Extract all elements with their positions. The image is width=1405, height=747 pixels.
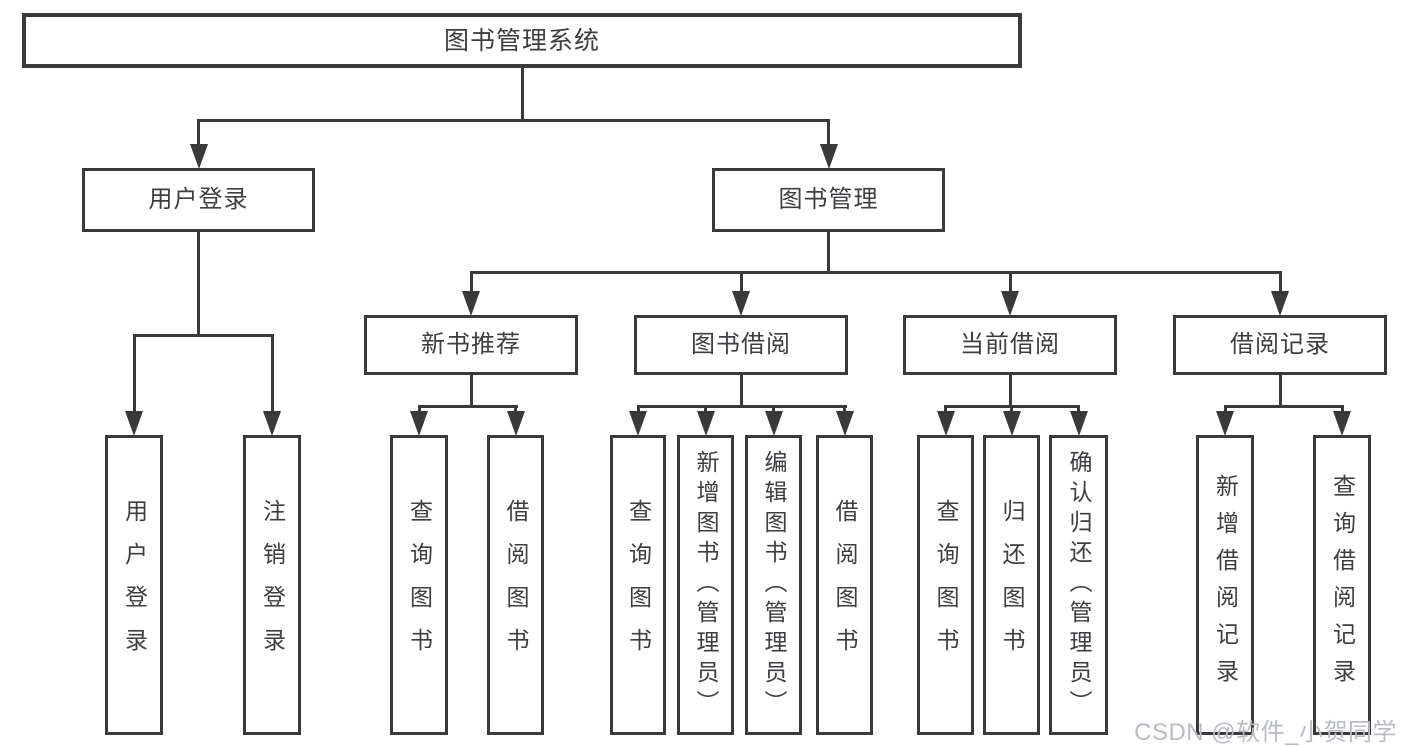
arrow-down-icon xyxy=(1002,411,1021,436)
connector-branch-v-query-borrow-record xyxy=(1341,406,1344,413)
node-v-query-book-2: 查询图书 xyxy=(610,435,666,735)
connector-branch-v-borrow-book-2 xyxy=(843,406,846,413)
node-v-return-book: 归还图书 xyxy=(983,435,1040,735)
node-borrow-records: 借阅记录 xyxy=(1173,315,1387,375)
arrow-down-icon xyxy=(629,411,647,436)
connector-branch-v-borrow-book-1 xyxy=(514,406,517,413)
node-label: 新增图书（管理员） xyxy=(693,450,719,720)
arrow-down-icon xyxy=(1271,291,1289,316)
arrow-down-icon xyxy=(1069,411,1088,436)
node-v-add-book: 新增图书（管理员） xyxy=(677,435,734,735)
node-v-borrow-book-1: 借阅图书 xyxy=(487,435,544,735)
node-label: 借阅图书 xyxy=(503,499,529,671)
connector-bar-book-borrow xyxy=(637,405,847,408)
node-label: 借阅记录 xyxy=(1230,330,1330,358)
connector-stem-book-borrow xyxy=(740,373,743,407)
arrow-down-icon xyxy=(732,291,750,316)
connector-branch-v-confirm-return xyxy=(1077,406,1080,413)
node-book-mgmt: 图书管理 xyxy=(712,168,945,232)
arrow-down-icon xyxy=(506,411,525,436)
connector-branch-borrow-records xyxy=(1279,272,1282,293)
connector-branch-v-add-borrow-record xyxy=(1224,406,1227,413)
node-label: 注销登录 xyxy=(259,499,286,671)
arrow-down-icon xyxy=(936,411,955,436)
arrow-down-icon xyxy=(189,144,208,169)
node-v-edit-book: 编辑图书（管理员） xyxy=(745,435,802,735)
connector-branch-v-query-book-3 xyxy=(944,406,947,413)
node-label: 确认归还（管理员） xyxy=(1066,450,1092,720)
connector-stem-user-login xyxy=(197,230,200,336)
node-book-borrow: 图书借阅 xyxy=(634,315,848,375)
connector-branch-book-borrow xyxy=(740,272,743,293)
connector-bar-borrow-records xyxy=(1224,405,1344,408)
arrow-down-icon xyxy=(263,411,281,436)
node-label: 归还图书 xyxy=(999,499,1025,671)
node-root: 图书管理系统 xyxy=(22,13,1022,68)
node-label: 查询图书 xyxy=(625,499,652,671)
connector-bar-user-login xyxy=(133,334,274,337)
connector-bar-book-mgmt xyxy=(470,271,1282,274)
connector-stem-root xyxy=(521,66,524,121)
node-v-borrow-book-2: 借阅图书 xyxy=(816,435,873,735)
connector-branch-v-return-book xyxy=(1010,406,1013,413)
connector-stem-book-mgmt xyxy=(827,230,830,273)
connector-branch-new-book-rec xyxy=(470,272,473,293)
arrow-down-icon xyxy=(1333,411,1351,436)
node-label: 查询图书 xyxy=(406,499,433,671)
connector-branch-v-edit-book xyxy=(772,406,775,413)
watermark: CSDN @软件_小贺同学 xyxy=(1134,719,1397,746)
arrow-down-icon xyxy=(696,411,715,436)
connector-branch-v-add-book xyxy=(704,406,707,413)
connector-branch-v-logout xyxy=(271,335,274,413)
arrow-down-icon xyxy=(1001,291,1019,316)
connector-branch-v-user-login xyxy=(133,335,136,413)
connector-branch-v-query-book-2 xyxy=(637,406,640,413)
connector-stem-current-borrow xyxy=(1009,373,1012,407)
node-label: 借阅图书 xyxy=(832,499,858,671)
node-label: 用户登录 xyxy=(121,499,148,671)
arrow-down-icon xyxy=(819,144,838,169)
node-label: 编辑图书（管理员） xyxy=(761,450,787,720)
connector-branch-book-mgmt xyxy=(827,120,830,146)
connector-bar-root xyxy=(197,119,830,122)
connector-bar-new-book-rec xyxy=(418,405,518,408)
node-v-logout: 注销登录 xyxy=(243,435,301,735)
connector-branch-v-query-book-1 xyxy=(418,406,421,413)
connector-stem-borrow-records xyxy=(1279,373,1282,407)
node-new-book-rec: 新书推荐 xyxy=(364,315,578,375)
node-label: 查询借阅记录 xyxy=(1329,474,1356,696)
node-label: 图书管理 xyxy=(778,185,879,213)
node-v-add-borrow-record: 新增借阅记录 xyxy=(1196,435,1254,735)
arrow-down-icon xyxy=(764,411,783,436)
node-v-user-login: 用户登录 xyxy=(105,435,163,735)
arrow-down-icon xyxy=(1216,411,1234,436)
node-v-query-borrow-record: 查询借阅记录 xyxy=(1313,435,1371,735)
node-label: 查询图书 xyxy=(933,499,959,671)
connector-branch-current-borrow xyxy=(1009,272,1012,293)
node-v-confirm-return: 确认归还（管理员） xyxy=(1049,435,1108,735)
arrow-down-icon xyxy=(462,291,480,316)
node-label: 图书管理系统 xyxy=(443,26,600,55)
node-label: 当前借阅 xyxy=(960,330,1060,358)
node-v-query-book-1: 查询图书 xyxy=(390,435,448,735)
node-label: 新增借阅记录 xyxy=(1212,474,1239,696)
arrow-down-icon xyxy=(125,411,143,436)
node-v-query-book-3: 查询图书 xyxy=(917,435,974,735)
node-current-borrow: 当前借阅 xyxy=(903,315,1117,375)
node-label: 新书推荐 xyxy=(421,330,521,358)
connector-branch-user-login xyxy=(197,120,200,146)
node-user-login: 用户登录 xyxy=(82,168,315,232)
arrow-down-icon xyxy=(410,411,428,436)
connector-stem-new-book-rec xyxy=(470,373,473,407)
node-label: 图书借阅 xyxy=(691,330,791,358)
arrow-down-icon xyxy=(835,411,854,436)
node-label: 用户登录 xyxy=(148,185,249,213)
